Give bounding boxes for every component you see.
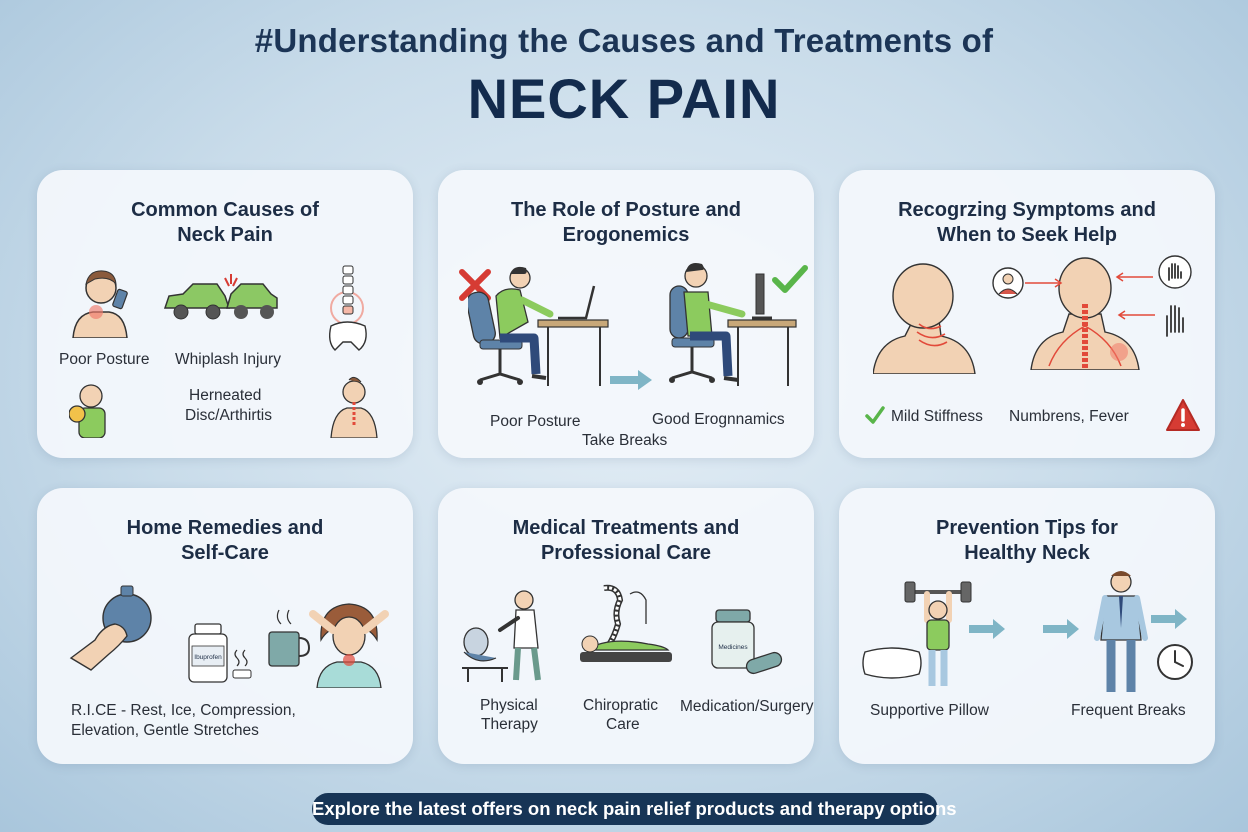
- arrow-right-icon: [1151, 609, 1187, 629]
- spine-icon: [328, 265, 367, 351]
- woman-neck-icon: [309, 603, 389, 688]
- medicine-jar-icon: Medicines: [711, 609, 755, 669]
- promo-banner[interactable]: Explore the latest offers on neck pain r…: [312, 793, 957, 825]
- card-title: Medical Treatments and Professional Care: [512, 517, 740, 564]
- treatment-label-therapy: Therapy: [481, 716, 538, 733]
- neck-pain-phone-icon: [72, 270, 128, 338]
- good-posture-desk-icon: [669, 263, 797, 386]
- standing-man-icon: [1094, 571, 1148, 692]
- head-profile-icon: [873, 263, 976, 374]
- card-title: The Role of Posture and Erogonemics: [510, 199, 742, 246]
- ergonomics-label-breaks: Take Breaks: [582, 432, 668, 449]
- card-common-causes: Common Causes of Neck Pain Poor Posture …: [37, 170, 413, 458]
- doctor-avatar-icon: [992, 267, 1024, 299]
- neck-spine-icon: [330, 376, 378, 438]
- prevention-label-breaks: Frequent Breaks: [1071, 702, 1186, 719]
- treatment-label-care: Care: [606, 716, 640, 733]
- ice-pack-icon: [69, 585, 152, 671]
- page-header: #Understanding the Causes and Treatments…: [0, 22, 1248, 131]
- hand-icon: [1158, 255, 1192, 289]
- card-title: Common Causes of Neck Pain: [131, 199, 319, 246]
- card-title: Prevention Tips for Healthy Neck: [936, 517, 1118, 564]
- poor-posture-desk-icon: [468, 266, 609, 386]
- ergonomics-label-poor: Poor Posture: [490, 413, 581, 430]
- page-title-line2: NECK PAIN: [467, 67, 781, 130]
- clock-icon: [1157, 644, 1193, 680]
- mug-icon: [268, 609, 311, 667]
- treatment-label-physical: Physical: [480, 697, 538, 714]
- arrow-right-icon: [610, 370, 652, 390]
- hand-icon: [1166, 305, 1184, 337]
- treatment-label-medication: Medication/Surgery: [680, 698, 814, 715]
- remedy-label-line2: Elevation, Gentle Stretches: [71, 722, 259, 739]
- chiropractic-icon: [580, 584, 672, 662]
- remedy-label-line1: R.I.CE - Rest, Ice, Compression,: [71, 702, 296, 719]
- cause-label-disc: Disc/Arthirtis: [185, 407, 272, 424]
- card-home-remedies: Home Remedies and Self-Care Ibuprofen R.…: [37, 488, 413, 764]
- card-posture-ergonomics: The Role of Posture and Erogonemics: [438, 170, 814, 458]
- symptom-label-mild: Mild Stiffness: [891, 408, 983, 425]
- ergonomics-label-good: Good Erognnamics: [652, 411, 785, 428]
- shoulder-pain-icon: [69, 384, 106, 438]
- page-title-line1: #Understanding the Causes and Treatments…: [254, 22, 994, 59]
- card-title: Home Remedies and Self-Care: [126, 517, 324, 564]
- card-medical-treatments: Medical Treatments and Professional Care…: [438, 488, 814, 764]
- capsule-icon: [745, 651, 783, 675]
- neck-nerve-icon: [1030, 257, 1140, 370]
- pill-bottle-icon: Ibuprofen: [188, 623, 228, 683]
- check-icon: [772, 265, 808, 293]
- steam-cup-icon: [232, 649, 252, 679]
- arrow-right-icon: [969, 619, 1005, 639]
- jar-label: Medicines: [718, 644, 748, 651]
- arrow-left-icon: [1117, 310, 1155, 320]
- cause-label-herniated: Herneated: [189, 387, 262, 404]
- arrow-right-icon: [1043, 619, 1079, 639]
- card-prevention: Prevention Tips for Healthy Neck Support…: [839, 488, 1215, 764]
- cause-label-whiplash: Whiplash Injury: [175, 351, 281, 368]
- card-symptoms: Recogrzing Symptoms and When to Seek Hel…: [839, 170, 1215, 458]
- arrow-left-icon: [1115, 272, 1153, 282]
- therapist-icon: [462, 590, 541, 682]
- treatment-label-chiropractic: Chiropratic: [583, 697, 658, 714]
- exercise-person-icon: [904, 581, 972, 686]
- warning-icon: [1166, 399, 1200, 431]
- check-icon: [865, 406, 885, 424]
- symptom-label-serious: Numbrens, Fever: [1009, 408, 1129, 425]
- car-crash-icon: [163, 274, 278, 320]
- cause-label-poor-posture: Poor Posture: [59, 351, 150, 368]
- bottle-label: Ibuprofen: [194, 654, 222, 661]
- card-title: Recogrzing Symptoms and When to Seek Hel…: [898, 199, 1156, 246]
- arrow-right-icon: [1025, 278, 1063, 288]
- pillow-icon: [862, 647, 922, 679]
- prevention-label-pillow: Supportive Pillow: [870, 702, 989, 719]
